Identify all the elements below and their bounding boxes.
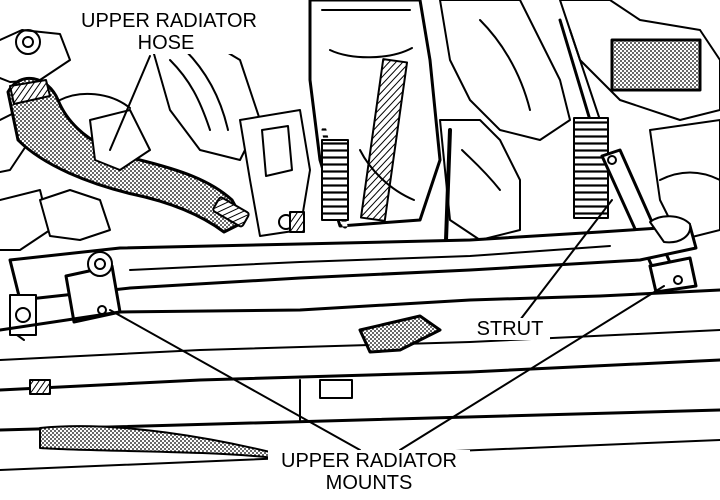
engine-manifold xyxy=(239,109,311,237)
leader-mount-left xyxy=(109,309,361,451)
right-fender xyxy=(649,119,720,241)
radiator-crossmember xyxy=(8,215,698,341)
callout-strut: STRUT xyxy=(470,318,550,340)
callout-hose-line1: UPPER RADIATOR xyxy=(81,10,257,32)
callout-mounts-line1: UPPER RADIATOR xyxy=(281,450,457,472)
leader-lines xyxy=(109,55,665,451)
callout-upper-radiator-hose: UPPER RADIATOR HOSE xyxy=(78,10,257,54)
front-fascia xyxy=(0,288,720,471)
upper-radiator-mount-right xyxy=(648,256,698,294)
upper-radiator-hose xyxy=(6,76,250,234)
callout-strut-text: STRUT xyxy=(476,318,544,340)
callout-hose-line2: HOSE xyxy=(137,32,195,54)
callout-mounts-line2: MOUNTS xyxy=(325,472,413,494)
callout-upper-radiator-mounts: UPPER RADIATOR MOUNTS xyxy=(268,450,470,494)
upper-radiator-mount-left xyxy=(64,251,122,324)
battery-and-relays xyxy=(439,0,720,242)
leader-mount-right xyxy=(399,285,665,451)
air-intake-duct xyxy=(308,0,442,229)
leader-hose xyxy=(109,55,151,151)
leader-strut-1 xyxy=(519,199,613,321)
